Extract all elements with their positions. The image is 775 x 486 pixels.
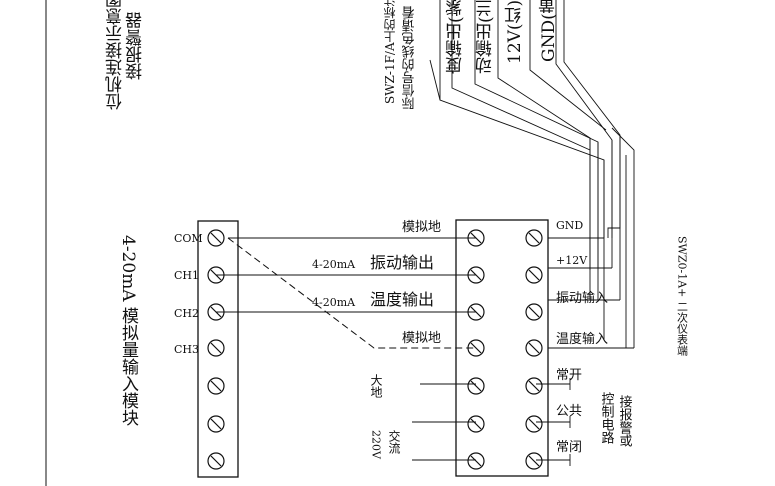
instrument-terminal-right-4 <box>525 339 543 357</box>
channel-label-com: COM <box>174 232 203 245</box>
module-terminal-7 <box>207 452 225 470</box>
relay-label-line-1: 接报警或 <box>617 394 633 447</box>
instrument-label-nc: 常闭 <box>556 440 582 455</box>
channel-label-ch3: CH3 <box>174 343 199 356</box>
cable-labels: GND(黄) 12V(红) 动输出(兰) 度输出(紫) <box>446 0 560 74</box>
title-line-1: 接报警器 <box>126 12 147 80</box>
cable-label-vibration: 动输出(兰) <box>476 0 497 74</box>
instrument-label-12v: +12V <box>556 254 588 267</box>
instrument-terminal-left-5 <box>467 377 485 395</box>
instrument-terminal-right-3 <box>525 303 543 321</box>
color-note: 际信号的线色请看 SWZ-1F/A上的标注。 <box>383 0 418 110</box>
module-title: 4-20mA 模拟量输入模块 <box>118 235 139 426</box>
relay-label-line-2: 控制电路 <box>599 392 615 444</box>
input-module: COM CH1 CH2 CH3 4-20mA 模拟量输入模块 <box>118 220 239 478</box>
module-terminal-6 <box>207 415 225 433</box>
instrument-side-label: SWZ0-1A+ 二次仪表端 <box>676 236 689 357</box>
instrument-label-com: 公共 <box>556 404 582 419</box>
module-terminal-4 <box>207 339 225 357</box>
wire-label-vib-output: 振动输出 <box>370 253 434 272</box>
instrument-terminal-right-6 <box>525 415 543 433</box>
instrument-label-no: 常开 <box>556 368 582 383</box>
title-line-2: 位机连接示意图 <box>106 0 127 110</box>
instrument-terminal-left-6 <box>467 415 485 433</box>
cable-label-temperature: 度输出(紫) <box>446 0 467 74</box>
cable-label-12v: 12V(红) <box>505 0 526 64</box>
wire-label-analog-ground-top: 模拟地 <box>402 220 441 235</box>
wire-labels: 模拟地 4-20mA 振动输出 4-20mA 温度输出 模拟地 大地 交流 22… <box>312 220 441 460</box>
module-terminal-5 <box>207 377 225 395</box>
instrument-label-temp-in: 温度输入 <box>556 331 608 347</box>
instrument-label-gnd: GND <box>556 219 583 232</box>
wire-label-temp-output: 温度输出 <box>370 290 434 309</box>
cable-label-gnd: GND(黄) <box>539 0 560 62</box>
color-note-line-2: SWZ-1F/A上的标注。 <box>383 0 397 104</box>
instrument-terminal-right-5 <box>525 377 543 395</box>
instrument-terminal-right-7 <box>525 452 543 470</box>
wire-label-ac-a: 交流 <box>387 429 401 454</box>
instrument-terminal-right-1 <box>525 229 543 247</box>
input-module-terminals <box>207 229 225 470</box>
instrument-terminals <box>467 229 543 470</box>
wire-label-analog-ground-bottom: 模拟地 <box>402 331 441 346</box>
wires <box>216 237 634 466</box>
cable-leads <box>429 0 635 348</box>
instrument-terminal-right-2 <box>525 266 543 284</box>
module-terminal-1 <box>207 229 225 247</box>
title-block: 接报警器 位机连接示意图 <box>106 0 147 110</box>
wire-label-temp-current: 4-20mA <box>312 296 356 309</box>
channel-label-ch2: CH2 <box>174 307 199 320</box>
wire-label-ac-b: 220V <box>370 430 383 460</box>
instrument-terminal-left-7 <box>467 452 485 470</box>
instrument-labels: GND +12V 振动输入 温度输入 常开 公共 常闭 接报警或 控制电路 SW… <box>556 219 689 455</box>
channel-label-ch1: CH1 <box>174 269 199 282</box>
wire-label-earth: 大地 <box>369 374 383 398</box>
color-note-line-1: 际信号的线色请看 <box>402 6 418 110</box>
instrument-label-vib-in: 振动输入 <box>556 290 608 306</box>
wire-label-vib-current: 4-20mA <box>312 258 356 271</box>
